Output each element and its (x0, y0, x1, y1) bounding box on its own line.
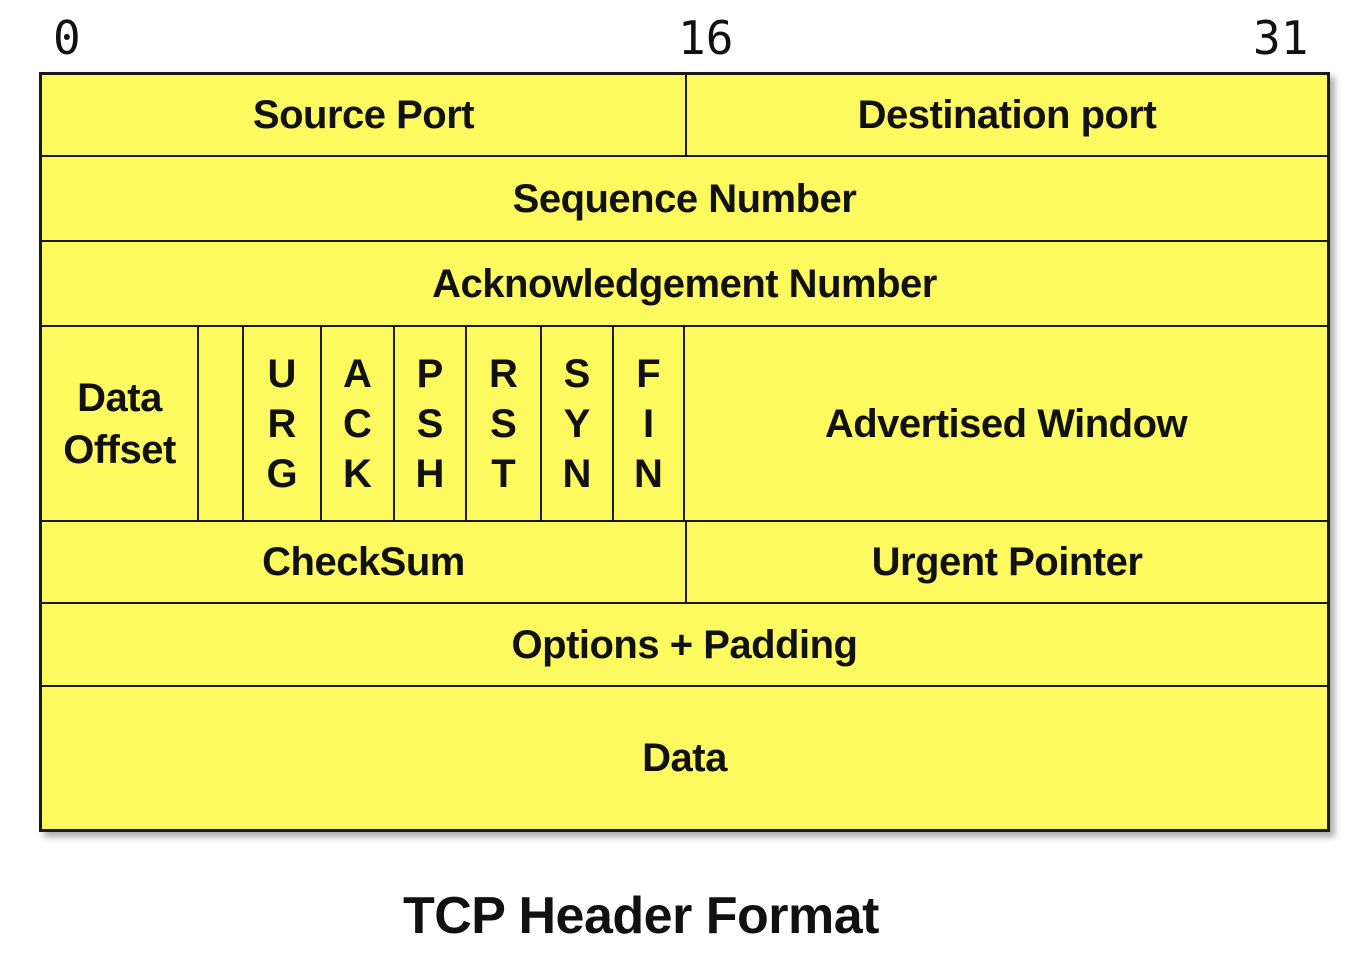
flag-fin: FIN (612, 327, 683, 520)
field-data: Data (642, 736, 727, 780)
flag-psh-label: PSH (415, 351, 445, 496)
field-advertised-window: Advertised Window (683, 327, 1327, 520)
field-reserved (197, 327, 242, 520)
bit-label-16: 16 (678, 11, 734, 65)
flag-urg: URG (242, 327, 320, 520)
row-ports: Source Port Destination port (42, 75, 1327, 155)
flag-psh: PSH (393, 327, 465, 520)
row-flags: Data Offset URG ACK PSH RST SYN FIN Adve… (42, 325, 1327, 520)
flag-rst: RST (465, 327, 540, 520)
row-acknowledgement-number: Acknowledgement Number (42, 240, 1327, 325)
flag-urg-label: URG (266, 351, 298, 496)
field-data-offset: Data Offset (63, 375, 176, 472)
field-urgent-pointer: Urgent Pointer (685, 522, 1327, 602)
bit-label-31: 31 (1253, 11, 1309, 65)
flag-ack: ACK (320, 327, 393, 520)
flag-syn-label: SYN (562, 351, 592, 496)
flag-fin-label: FIN (634, 351, 663, 496)
field-source-port: Source Port (252, 93, 475, 137)
field-acknowledgement-number: Acknowledgement Number (432, 261, 937, 306)
row-sequence-number: Sequence Number (42, 155, 1327, 240)
flag-ack-label: ACK (343, 351, 372, 496)
field-destination-port: Destination port (685, 75, 1327, 155)
row-data: Data (42, 685, 1327, 829)
row-options-padding: Options + Padding (42, 602, 1327, 685)
tcp-header-table: Source Port Destination port Sequence Nu… (39, 72, 1330, 832)
field-options-padding: Options + Padding (511, 622, 858, 667)
flag-rst-label: RST (489, 351, 518, 496)
field-checksum: CheckSum (262, 540, 465, 584)
row-checksum-urgent: CheckSum Urgent Pointer (42, 520, 1327, 602)
flag-syn: SYN (540, 327, 612, 520)
diagram-caption: TCP Header Format (402, 887, 880, 945)
bit-label-0: 0 (53, 11, 81, 65)
field-sequence-number: Sequence Number (512, 176, 857, 221)
